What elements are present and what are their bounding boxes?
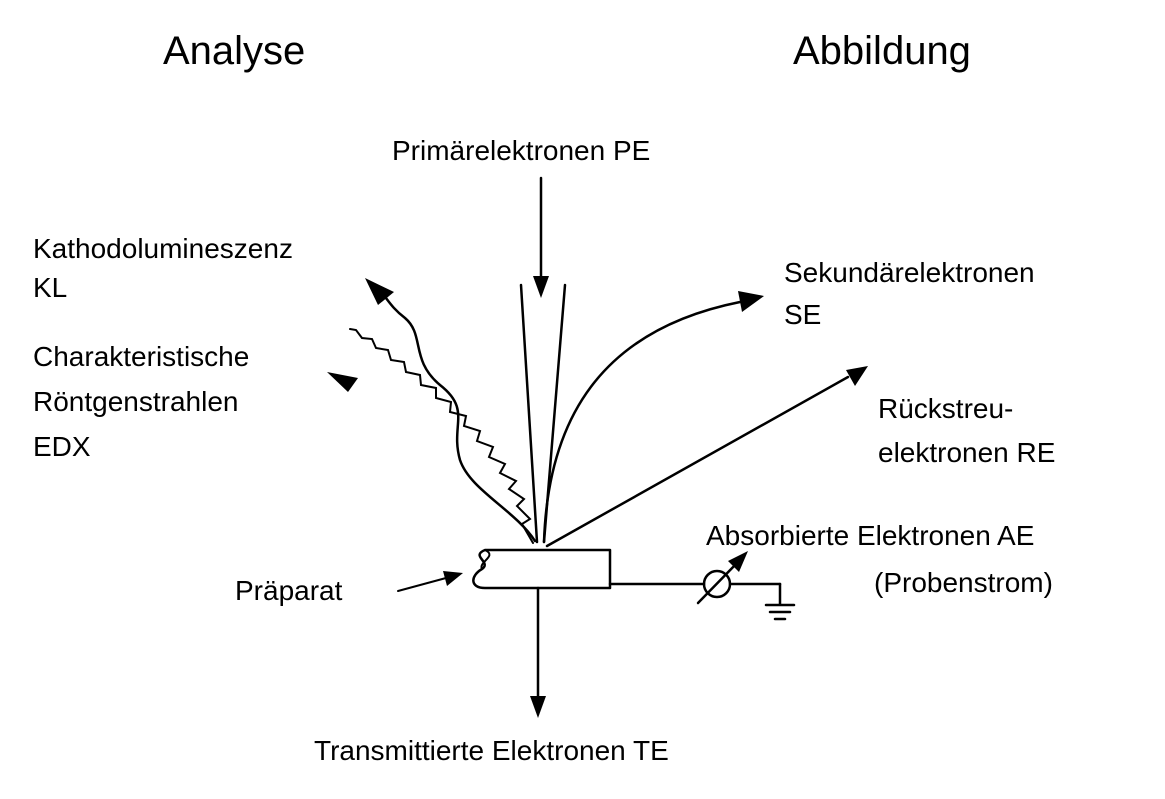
ammeter-circuit [608,551,796,621]
label-roentgen: Röntgenstrahlen [33,386,238,417]
label-secondary-electrons: Sekundärelektronen [784,257,1035,288]
label-probenstrom: (Probenstrom) [874,567,1053,598]
label-absorbed-electrons: Absorbierte Elektronen AE [706,520,1034,551]
backscatter-electron-arrow [545,366,868,548]
label-backscatter-2: elektronen RE [878,437,1055,468]
label-characteristic: Charakteristische [33,341,249,372]
primary-electron-arrow [533,176,549,298]
label-transmitted-electrons: Transmittierte Elektronen TE [314,735,669,766]
cathodoluminescence-arrow [365,278,537,543]
ground-icon [764,603,796,621]
specimen [472,548,612,590]
label-specimen: Präparat [235,575,343,606]
beam-cone [519,283,567,544]
transmitted-electron-arrow [530,586,546,718]
label-backscatter-1: Rückstreu- [878,393,1013,424]
xray-arrow [327,328,534,544]
secondary-electron-arrow [542,291,764,544]
heading-analyse: Analyse [163,29,305,73]
label-edx: EDX [33,431,91,462]
heading-abbildung: Abbildung [793,29,971,73]
specimen-pointer-arrow [397,571,463,592]
label-kl: KL [33,272,67,303]
label-primary-electrons: Primärelektronen PE [392,135,650,166]
label-se: SE [784,299,821,330]
label-cathodoluminescence: Kathodolumineszenz [33,233,293,264]
